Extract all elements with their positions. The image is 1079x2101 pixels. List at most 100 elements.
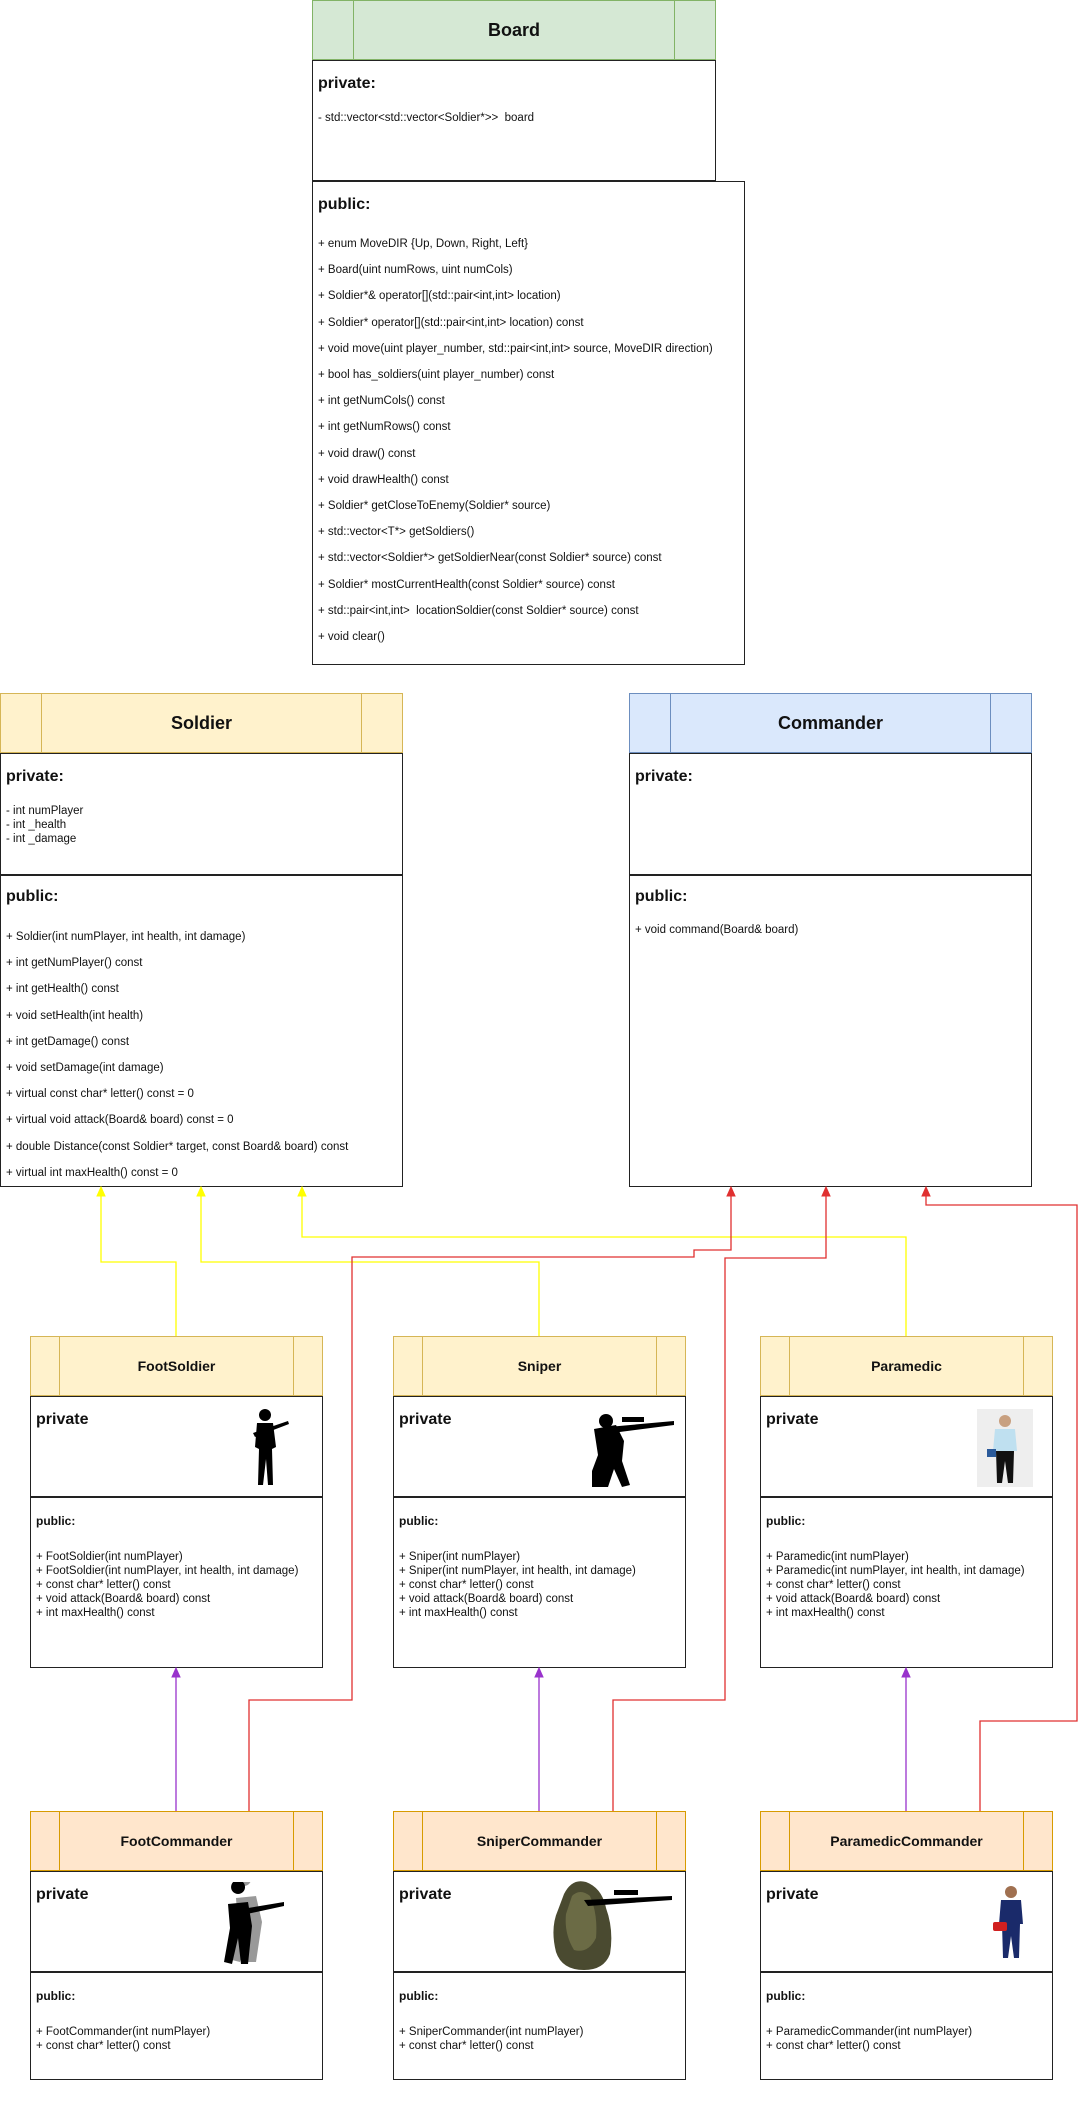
sniper-public-method: + Sniper(int numPlayer) [399, 1551, 521, 1563]
board-public-method: + Soldier*& operator[](std::pair<int,int… [318, 290, 561, 303]
sniper-public-method: + Sniper(int numPlayer, int health, int … [399, 1565, 636, 1577]
footsoldier-public-label: public: [36, 1514, 76, 1528]
soldier-public-method: + void setDamage(int damage) [6, 1062, 164, 1075]
snipercommander-public-method: + const char* letter() const [399, 2040, 534, 2052]
soldier-public-label: public: [6, 888, 59, 905]
paramedic-commander-icon [993, 1886, 1023, 1958]
sniper-public-section: public: + Sniper(int numPlayer) + Sniper(… [393, 1497, 686, 1668]
footsoldier-public-method: + const char* letter() const [36, 1579, 171, 1591]
sniper-private-section: private [393, 1396, 686, 1497]
sniper-class-header: Sniper [393, 1336, 686, 1396]
paramedic-public-section: public: + Paramedic(int numPlayer)+ Para… [760, 1497, 1053, 1668]
soldier-public-method: + int getHealth() const [6, 983, 119, 996]
paramedic-public-method: + const char* letter() const [766, 1579, 901, 1591]
soldier-private-line: - int numPlayer [6, 805, 84, 817]
paramediccommander-public-method: + ParamedicCommander(int numPlayer) [766, 2026, 973, 2038]
arrowhead-footsoldier-soldier [96, 1185, 106, 1197]
board-private-section: private: - std::vector<std::vector<Soldi… [312, 60, 716, 181]
sniper-private-label: private [399, 1411, 452, 1428]
paramediccommander-public-method: + const char* letter() const [766, 2040, 901, 2052]
commander-public-line: + void command(Board& board) [635, 924, 799, 936]
soldier-private-line: - int _health [6, 819, 67, 831]
footcommander-public-section: public: + FootCommander(int numPlayer) + … [30, 1972, 323, 2080]
board-public-section: public: + enum MoveDIR {Up, Down, Right,… [312, 181, 745, 665]
snipercommander-public-method: + SniperCommander(int numPlayer) [399, 2026, 584, 2038]
board-public-method: + Soldier* mostCurrentHealth(const Soldi… [318, 578, 615, 591]
footcommander-public-method: + FootCommander(int numPlayer) [36, 2026, 211, 2038]
soldier-class-header: Soldier [0, 693, 403, 753]
snipercommander-private-section: private [393, 1871, 686, 1972]
board-public-method: + void drawHealth() const [318, 473, 449, 486]
paramediccommander-class-title: ParamedicCommander [830, 1833, 983, 1849]
sniper-public-method: + const char* letter() const [399, 1579, 534, 1591]
soldier-public-method: + virtual void attack(Board& board) cons… [6, 1114, 234, 1127]
soldier-private-label: private: [6, 768, 64, 785]
soldier-public-method: + virtual int maxHealth() const = 0 [6, 1166, 178, 1179]
sniper-public-label: public: [399, 1514, 439, 1528]
arrowhead-snipercommander-sniper [534, 1666, 544, 1678]
commander-public-label: public: [635, 888, 688, 905]
sniper-class-title: Sniper [517, 1358, 562, 1374]
paramedic-class-title: Paramedic [871, 1358, 942, 1374]
soldier-class-title: Soldier [170, 712, 232, 733]
footsoldier-public-method: + int maxHealth() const [36, 1607, 155, 1619]
board-public-method: + void draw() const [318, 447, 416, 460]
soldier-public-section: public: + Soldier(int numPlayer, int hea… [0, 875, 403, 1187]
snipercommander-class-title: SniperCommander [476, 1833, 603, 1849]
soldier-public-method: + void setHealth(int health) [6, 1009, 144, 1022]
footcommander-private-section: private [30, 1871, 323, 1972]
foot-soldier-icon [253, 1409, 289, 1485]
footcommander-public-label: public: [36, 1989, 76, 2003]
board-class-title: Board [487, 19, 540, 40]
footsoldier-private-label: private [36, 1411, 89, 1428]
commander-public-section: public: + void command(Board& board) [629, 875, 1032, 1187]
board-public-method: + std::vector<Soldier*> getSoldierNear(c… [318, 552, 662, 565]
board-public-method: + bool has_soldiers(uint player_number) … [318, 369, 555, 382]
footsoldier-public-section: public: + FootSoldier(int numPlayer)+ Fo… [30, 1497, 323, 1668]
footsoldier-class-header: FootSoldier [30, 1336, 323, 1396]
arrowhead-paramediccommander-paramedic [901, 1666, 911, 1678]
snipercommander-private-label: private [399, 1886, 452, 1903]
board-class-header: Board [312, 0, 716, 60]
snipercommander-class-header: SniperCommander [393, 1811, 686, 1871]
arrowhead-footcommander-commander [726, 1185, 736, 1197]
footcommander-class-header: FootCommander [30, 1811, 323, 1871]
board-public-method: + Soldier* operator[](std::pair<int,int>… [318, 316, 584, 329]
arrowhead-snipercommander-commander [821, 1185, 831, 1197]
board-public-method: + std::vector<T*> getSoldiers() [318, 526, 475, 539]
soldier-public-method: + Soldier(int numPlayer, int health, int… [6, 931, 246, 943]
board-public-method: + void move(uint player_number, std::pai… [318, 342, 713, 355]
arrowhead-paramedic-soldier [297, 1185, 307, 1197]
board-public-method: + void clear() [318, 631, 385, 644]
footsoldier-class-title: FootSoldier [137, 1358, 216, 1374]
footsoldier-public-method: + void attack(Board& board) const [36, 1593, 211, 1605]
arrowhead-footcommander-footsoldier [171, 1666, 181, 1678]
paramediccommander-public-section: public: + ParamedicCommander(int numPlay… [760, 1972, 1053, 2080]
inherit-arrow-paramedic-soldier [301, 1190, 907, 1336]
paramedic-public-method: + int maxHealth() const [766, 1607, 885, 1619]
sniper-public-method: + int maxHealth() const [399, 1607, 518, 1619]
board-public-method: + Board(uint numRows, uint numCols) [318, 264, 513, 277]
footcommander-public-method: + const char* letter() const [36, 2040, 171, 2052]
commander-class-title: Commander [777, 712, 884, 733]
snipercommander-public-label: public: [399, 1989, 439, 2003]
soldier-private-line: - int _damage [6, 833, 77, 845]
board-public-method: + int getNumCols() const [318, 395, 445, 408]
board-public-method: + enum MoveDIR {Up, Down, Right, Left} [318, 238, 528, 250]
soldier-private-section: private: - int numPlayer - int _health -… [0, 753, 403, 875]
soldier-public-method: + virtual const char* letter() const = 0 [6, 1088, 194, 1101]
soldier-public-method: + int getNumPlayer() const [6, 957, 143, 970]
sniper-icon [592, 1414, 674, 1487]
board-public-method: + Soldier* getCloseToEnemy(Soldier* sour… [318, 500, 551, 513]
inherit-arrow-sniper-soldier [200, 1190, 540, 1336]
parameddiccommander-class-header: ParamedicCommander [760, 1811, 1053, 1871]
paramedic-public-method: + Paramedic(int numPlayer, int health, i… [766, 1565, 1025, 1577]
sniper-public-method: + void attack(Board& board) const [399, 1593, 574, 1605]
sniper-commander-icon [553, 1881, 672, 1970]
paramedic-private-section: private [760, 1396, 1053, 1497]
paramediccommander-private-section: private [760, 1871, 1053, 1972]
foot-commander-icon [224, 1882, 284, 1964]
paramedic-public-method: + Paramedic(int numPlayer) [766, 1551, 909, 1563]
footsoldier-public-method: + FootSoldier(int numPlayer) [36, 1551, 183, 1563]
paramedic-class-header: Paramedic [760, 1336, 1053, 1396]
